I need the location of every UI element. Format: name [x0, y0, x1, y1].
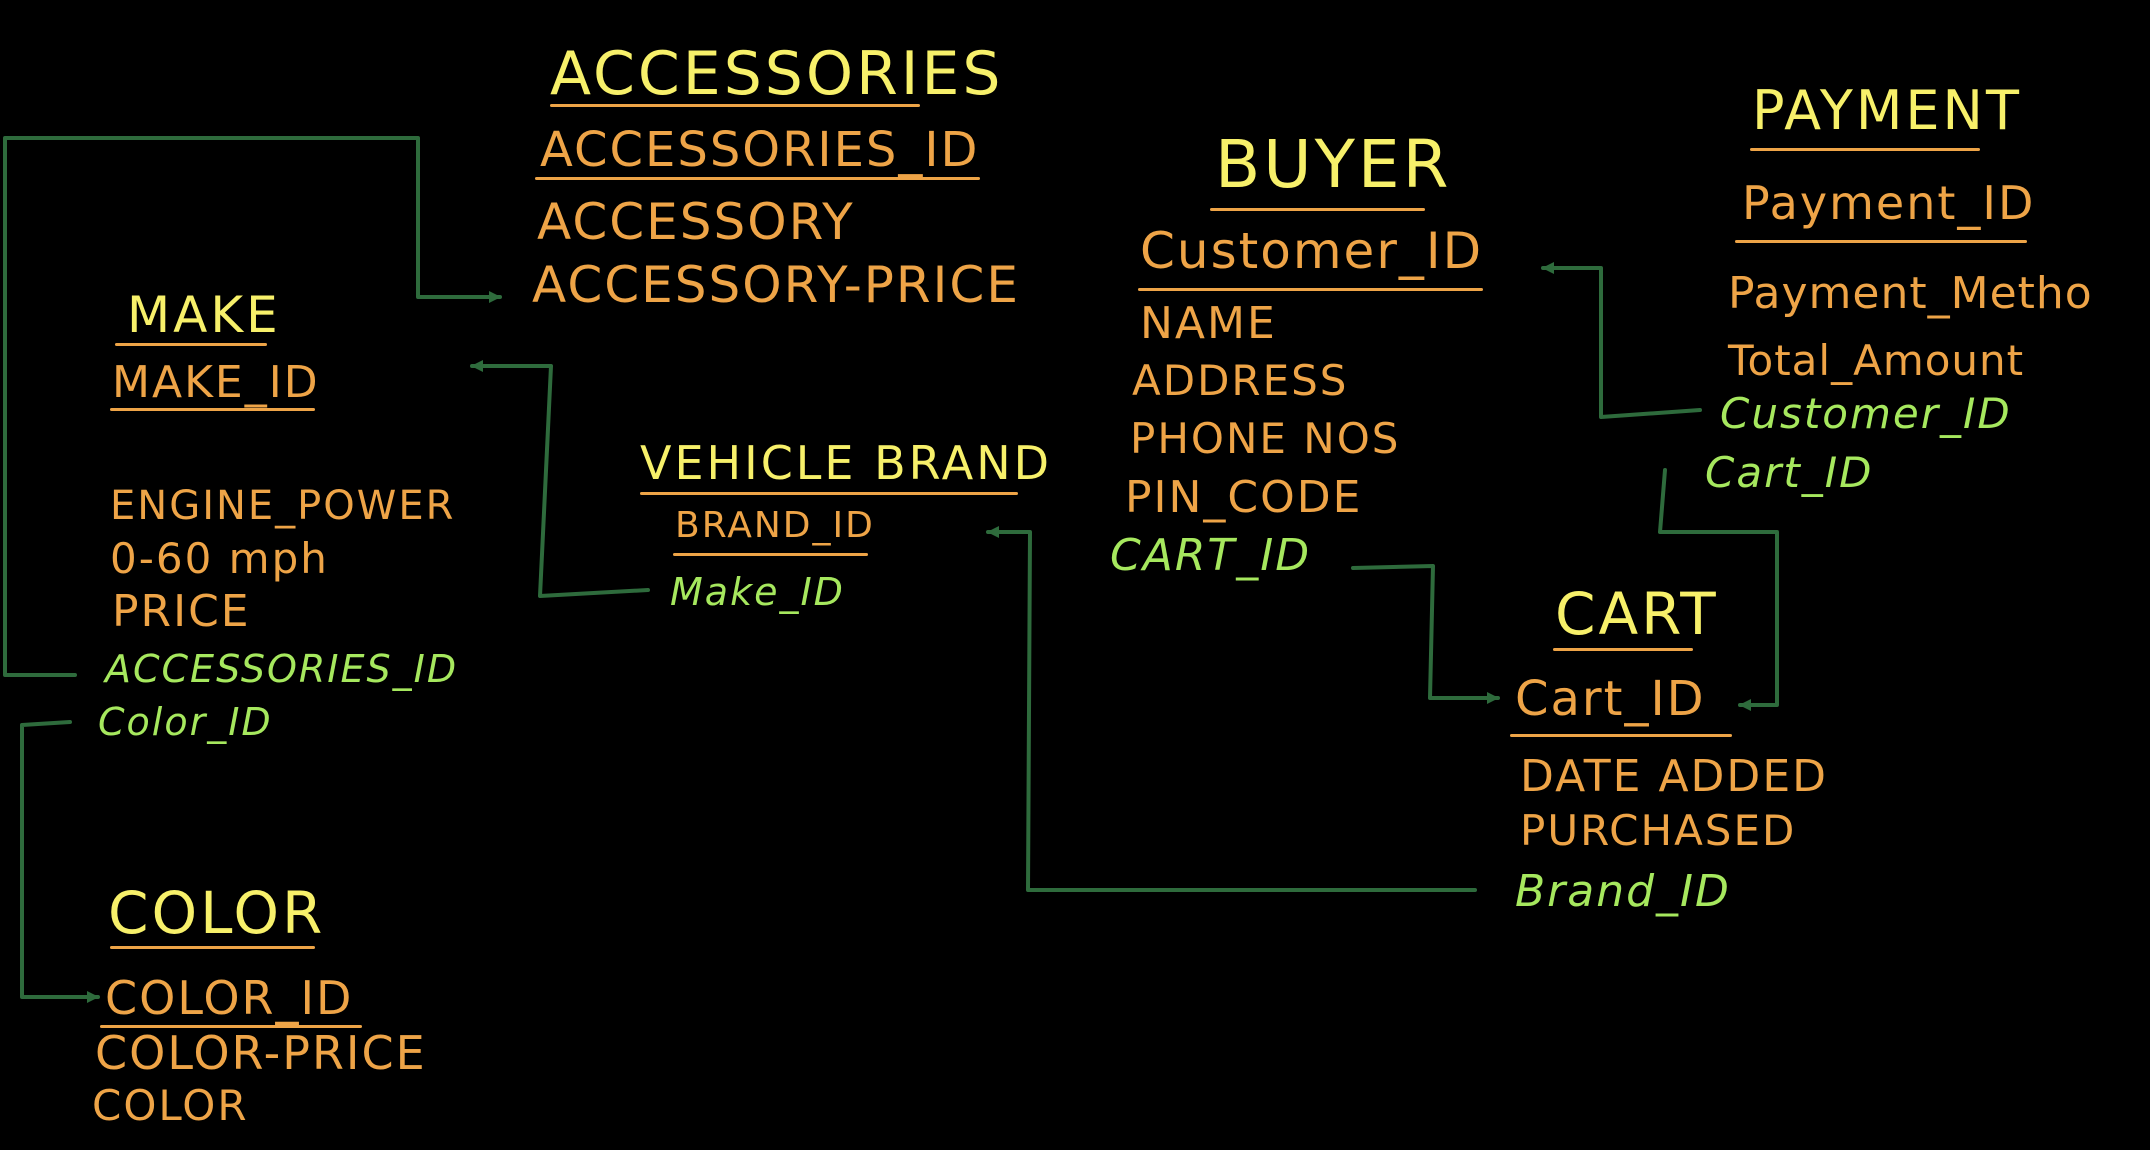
primary-key: MAKE_ID — [112, 357, 320, 408]
primary-key: Payment_ID — [1742, 176, 2036, 230]
attribute: DATE ADDED — [1520, 751, 1828, 802]
primary-key: Customer_ID — [1140, 222, 1484, 280]
title-underline — [115, 343, 267, 346]
attribute: ACCESSORY-PRICE — [532, 256, 1020, 314]
entity-title: MAKE — [127, 286, 281, 344]
connector-buyer-cart — [1351, 564, 1500, 704]
attribute: ENGINE_POWER — [110, 483, 456, 529]
primary-key: ACCESSORIES_ID — [540, 122, 980, 178]
connector-make-color — [20, 720, 100, 1003]
title-underline — [550, 104, 920, 107]
primary-key-underline — [673, 553, 868, 556]
connector-payment-buyer — [1541, 262, 1702, 419]
primary-key-underline — [100, 1025, 362, 1028]
primary-key-underline — [1510, 734, 1732, 737]
connector-brand-make — [470, 360, 650, 598]
connector-cart-brand — [986, 526, 1477, 892]
attribute: COLOR-PRICE — [95, 1026, 427, 1080]
title-underline — [110, 946, 315, 949]
entity-title: ACCESSORIES — [550, 39, 1004, 109]
attribute: NAME — [1140, 298, 1277, 349]
primary-key-underline — [535, 177, 980, 180]
entity-title: COLOR — [108, 879, 326, 947]
entity-title: BUYER — [1215, 126, 1452, 203]
primary-key-underline — [110, 408, 315, 411]
connector-make-accessories — [3, 136, 502, 677]
foreign-key: ACCESSORIES_ID — [105, 647, 459, 691]
connector-payment-cart — [1658, 468, 1779, 711]
primary-key-underline — [1735, 240, 2027, 243]
title-underline — [1750, 148, 1980, 151]
entity-title: CART — [1555, 580, 1719, 648]
primary-key-underline — [1138, 288, 1483, 291]
attribute: PRICE — [112, 586, 251, 637]
foreign-key: Color_ID — [98, 700, 273, 744]
attribute: COLOR — [92, 1081, 249, 1130]
foreign-key: Make_ID — [670, 570, 845, 614]
title-underline — [1553, 648, 1693, 651]
entity-title: VEHICLE BRAND — [640, 436, 1053, 490]
foreign-key: Brand_ID — [1515, 866, 1731, 917]
primary-key: BRAND_ID — [675, 505, 875, 546]
attribute: Total_Amount — [1728, 336, 2025, 385]
primary-key: COLOR_ID — [105, 971, 354, 1025]
foreign-key: CART_ID — [1110, 530, 1312, 581]
primary-key: Cart_ID — [1515, 671, 1706, 727]
entity-title: PAYMENT — [1752, 79, 2022, 142]
title-underline — [640, 492, 1018, 495]
attribute: Payment_Metho — [1728, 268, 2093, 319]
title-underline — [1210, 208, 1425, 211]
attribute: ADDRESS — [1132, 356, 1349, 405]
foreign-key: Customer_ID — [1720, 389, 2012, 438]
attribute: PIN_CODE — [1125, 472, 1363, 523]
attribute: 0-60 mph — [110, 534, 329, 583]
attribute: PURCHASED — [1520, 806, 1797, 855]
foreign-key: Cart_ID — [1705, 448, 1874, 497]
attribute: PHONE NOS — [1130, 414, 1401, 463]
attribute: ACCESSORY — [537, 193, 855, 251]
